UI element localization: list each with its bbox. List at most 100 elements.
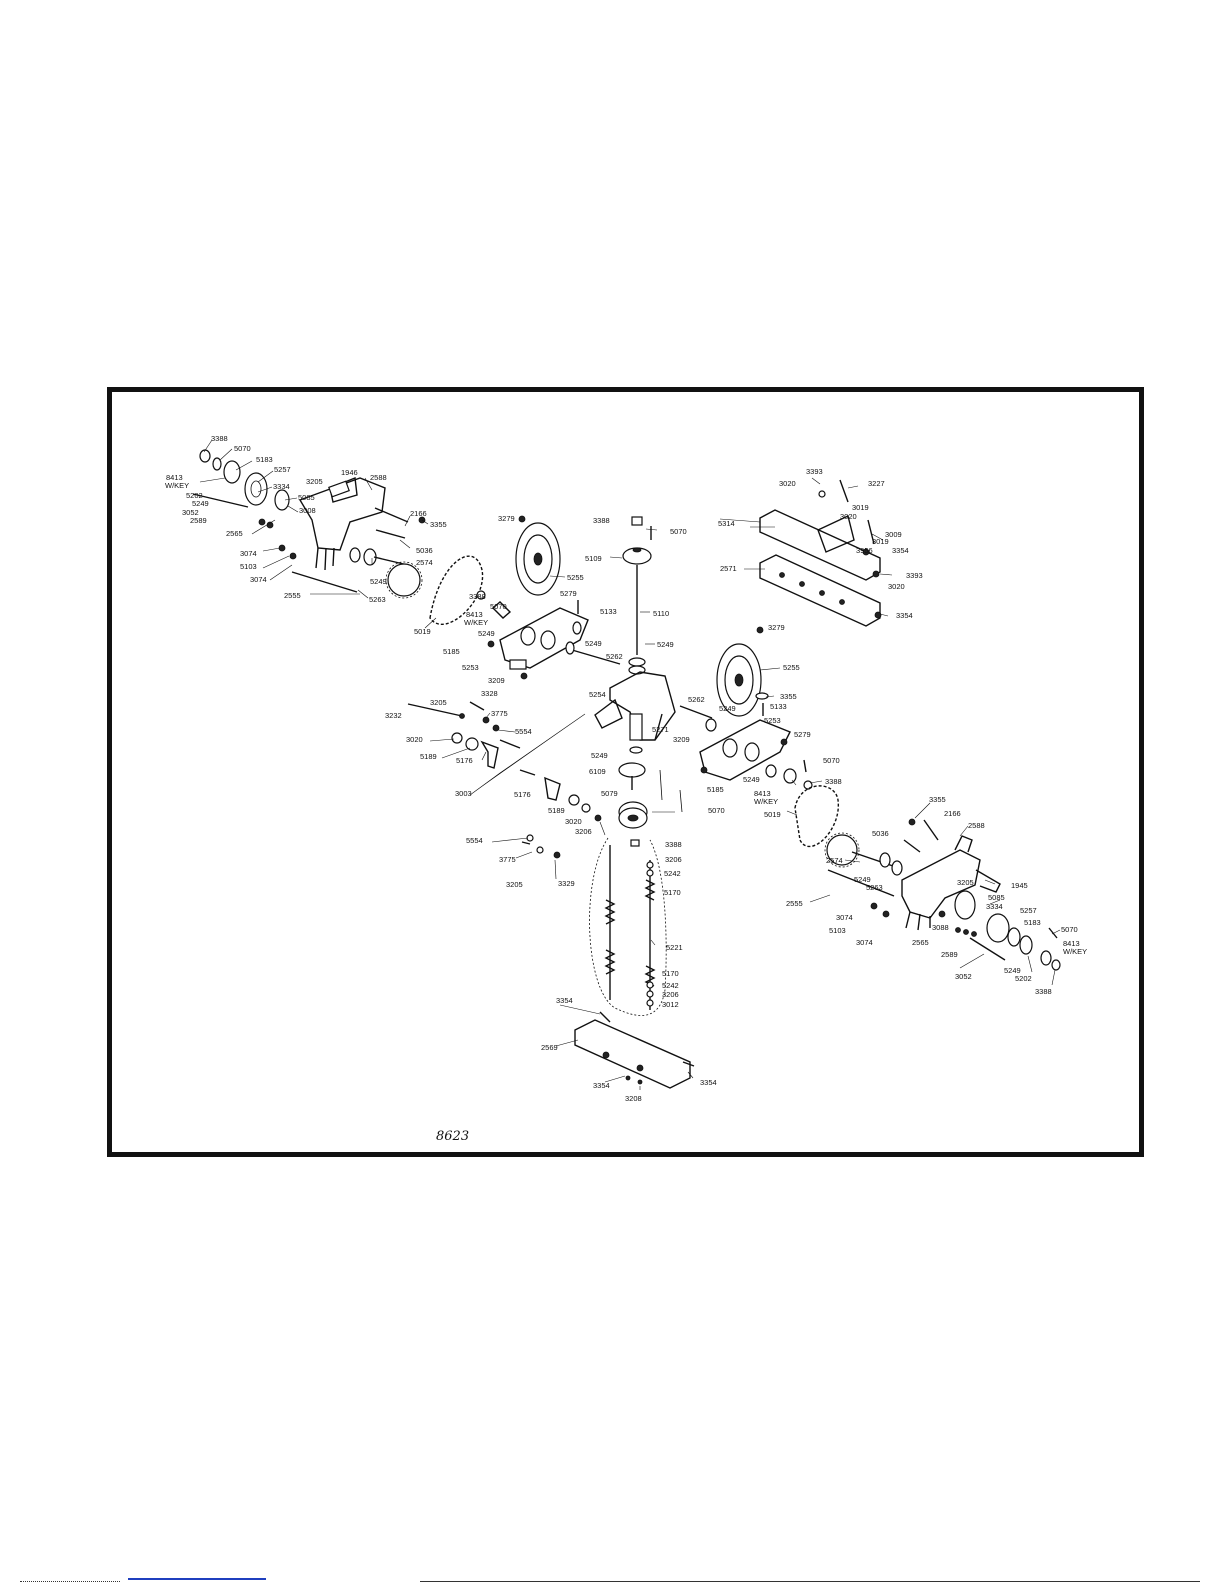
part-label: 5271 xyxy=(652,725,669,734)
part-labels: 3388 5070 5183 8413 W/KEY 5257 5202 5249… xyxy=(165,434,1087,1103)
gearbox-housing-icon xyxy=(298,477,386,551)
part-label: 3388 xyxy=(469,592,486,601)
leader-lines xyxy=(199,439,1061,1090)
part-label: 3003 xyxy=(455,789,472,798)
part-label: 5249 xyxy=(854,875,871,884)
part-label: 5242 xyxy=(664,869,681,878)
part-label: 3355 xyxy=(929,795,946,804)
part-label: 3020 xyxy=(779,479,796,488)
part-label: 5262 xyxy=(688,695,705,704)
top-left-drive-assembly xyxy=(192,449,484,625)
part-label: 2588 xyxy=(968,821,985,830)
part-label: 3205 xyxy=(306,477,323,486)
part-label: 3020 xyxy=(406,735,423,744)
part-label: 5183 xyxy=(1024,918,1041,927)
part-label: 2589 xyxy=(941,950,958,959)
part-label: 5249 xyxy=(370,577,387,586)
part-label: 2565 xyxy=(226,529,243,538)
part-label: W/KEY xyxy=(165,481,189,490)
part-label: 3020 xyxy=(840,512,857,521)
part-label: 3205 xyxy=(430,698,447,707)
part-label: 2555 xyxy=(284,591,301,600)
bearing-icon xyxy=(986,913,1010,943)
part-label: 3206 xyxy=(665,855,682,864)
part-label: 5202 xyxy=(186,491,203,500)
part-label: 5314 xyxy=(718,519,735,528)
part-label: 3354 xyxy=(896,611,913,620)
spring-rail-assembly xyxy=(574,837,695,1089)
part-label: W/KEY xyxy=(1063,947,1087,956)
part-label: 3354 xyxy=(556,996,573,1005)
part-label: 3393 xyxy=(806,467,823,476)
top-right-rail-assembly xyxy=(759,479,882,627)
center-shaft-assembly xyxy=(594,516,683,847)
part-label: 3388 xyxy=(825,777,842,786)
part-label: 5085 xyxy=(298,493,315,502)
part-label: 5070 xyxy=(823,756,840,765)
part-label: 3020 xyxy=(565,817,582,826)
part-label: 3328 xyxy=(481,689,498,698)
part-label: 3232 xyxy=(385,711,402,720)
upper-rail-icon xyxy=(759,509,881,581)
nut-icon xyxy=(631,516,643,526)
part-label: 5176 xyxy=(514,790,531,799)
part-label: 5554 xyxy=(466,836,483,845)
spring-icon xyxy=(604,949,616,975)
drive-chain-icon xyxy=(429,555,484,625)
part-label: 2571 xyxy=(720,564,737,573)
part-label: 3208 xyxy=(625,1094,642,1103)
part-label: 5249 xyxy=(719,704,736,713)
footer-rule xyxy=(420,1581,1200,1583)
part-label: 3019 xyxy=(852,503,869,512)
part-label: 3088 xyxy=(932,923,949,932)
part-label: 3388 xyxy=(593,516,610,525)
part-label: 2166 xyxy=(410,509,427,518)
part-label: 3009 xyxy=(885,530,902,539)
part-label: 2569 xyxy=(541,1043,558,1052)
part-label: 5185 xyxy=(443,647,460,656)
link-arm-icon xyxy=(594,698,623,729)
part-label: 3205 xyxy=(506,880,523,889)
part-label: 5255 xyxy=(567,573,584,582)
part-label: 3074 xyxy=(240,549,257,558)
part-label: 2589 xyxy=(190,516,207,525)
part-label: 3052 xyxy=(182,508,199,517)
part-label: 3354 xyxy=(593,1081,610,1090)
part-label: 3052 xyxy=(955,972,972,981)
part-label: 5221 xyxy=(666,943,683,952)
part-label: 5253 xyxy=(764,716,781,725)
part-label: 5070 xyxy=(234,444,251,453)
part-label: 3206 xyxy=(575,827,592,836)
part-label: 3388 xyxy=(211,434,228,443)
washer-icon xyxy=(349,547,361,563)
axle-rod-icon xyxy=(827,869,895,897)
part-label: 5249 xyxy=(192,499,209,508)
part-label: 2574 xyxy=(826,856,843,865)
part-label: 5109 xyxy=(585,554,602,563)
part-label: 5170 xyxy=(664,888,681,897)
part-label: 3329 xyxy=(558,879,575,888)
part-label: 5170 xyxy=(662,969,679,978)
part-label: 3388 xyxy=(665,840,682,849)
part-label: 8413 xyxy=(754,789,771,798)
part-label: 3279 xyxy=(498,514,515,523)
part-label: 1945 xyxy=(1011,881,1028,890)
part-label: 5249 xyxy=(585,639,602,648)
part-label: 2574 xyxy=(416,558,433,567)
bottom-right-drive-assembly xyxy=(824,818,1061,971)
hub-cap-icon xyxy=(199,449,211,463)
part-label: 5242 xyxy=(662,981,679,990)
part-label: 8413 xyxy=(466,610,483,619)
part-label: 5249 xyxy=(591,751,608,760)
part-label: 5253 xyxy=(462,663,479,672)
washer-icon xyxy=(212,457,222,471)
part-label: 3020 xyxy=(888,582,905,591)
part-label: 2588 xyxy=(370,473,387,482)
part-label: 5257 xyxy=(1020,906,1037,915)
idler-arm-icon xyxy=(499,607,589,669)
part-label: 5133 xyxy=(770,702,787,711)
part-label: 3393 xyxy=(906,571,923,580)
part-label: 5554 xyxy=(515,727,532,736)
part-label: 5176 xyxy=(456,756,473,765)
mid-right-pulley-assembly xyxy=(679,626,839,848)
